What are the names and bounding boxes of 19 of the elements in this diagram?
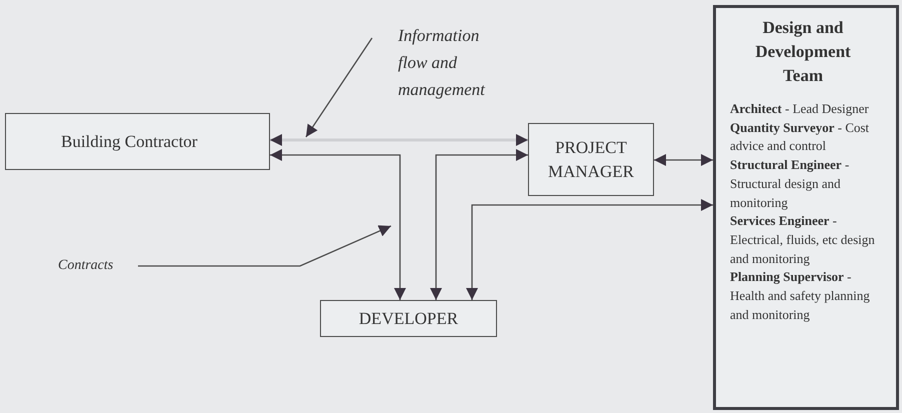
arrow	[430, 149, 528, 300]
role-description: Structural Engineer - Structural design and monitoring	[730, 156, 850, 212]
role-description: Architect - Lead Designer	[730, 100, 870, 118]
role-description: Planning Supervisor - Health and safety planning and monitoring	[730, 268, 871, 324]
arrow	[270, 134, 528, 146]
team-panel	[713, 5, 899, 410]
process-box: DEVELOPER	[320, 300, 497, 337]
process-box: Building Contractor	[5, 113, 270, 170]
panel-heading: Design and Development Team	[754, 17, 852, 87]
arrow	[466, 199, 713, 300]
arrow	[270, 149, 406, 300]
role-description: Quantity Surveyor - Cost advice and control	[730, 118, 870, 156]
note-text: Contracts	[58, 257, 114, 275]
leader-line	[305, 38, 373, 138]
note-text: Information flow and management	[398, 25, 486, 101]
leader-line	[138, 225, 392, 267]
role-description: Services Engineer - Electrical, fluids, etc design and monitoring	[730, 212, 876, 268]
arrow	[654, 154, 713, 166]
process-box: PROJECT MANAGER	[528, 123, 654, 196]
